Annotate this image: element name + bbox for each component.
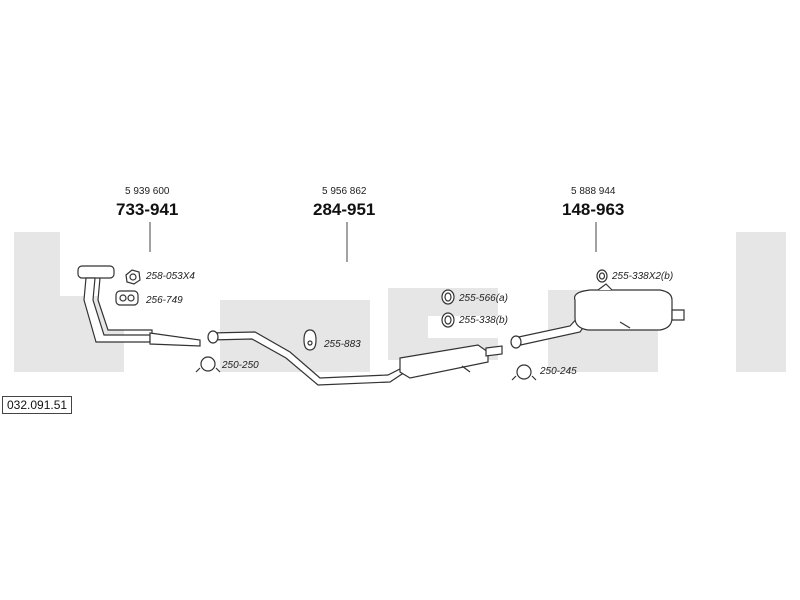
accessory-label[interactable]: 250-250 xyxy=(222,360,259,371)
gasket-icon xyxy=(115,290,139,306)
accessory-label[interactable]: 255-883 xyxy=(324,339,361,350)
accessory-label[interactable]: 255-566(a) xyxy=(459,293,508,304)
part-ref-3: 5 888 944 xyxy=(571,186,616,197)
nut-icon xyxy=(125,269,141,285)
gasket-ring-b-icon xyxy=(441,312,455,328)
middle-pipe xyxy=(207,330,503,386)
accessory-label[interactable]: 255-338(b) xyxy=(459,315,508,326)
rear-pipe xyxy=(510,283,685,349)
accessory-label[interactable]: 255-338X2(b) xyxy=(612,271,674,282)
accessory-label[interactable]: 250-245 xyxy=(540,366,577,377)
gasket-ring-rear-icon xyxy=(596,269,608,283)
clamp-rear-icon xyxy=(511,364,537,381)
gasket-ring-a-icon xyxy=(441,289,455,305)
accessory-label[interactable]: 256-749 xyxy=(146,295,183,306)
part-number-2[interactable]: 284-951 xyxy=(313,200,376,219)
front-pipe xyxy=(77,265,201,347)
clamp-icon xyxy=(195,356,221,373)
part-ref-2: 5 956 862 xyxy=(322,186,367,197)
part-number-1[interactable]: 733-941 xyxy=(116,200,179,219)
diagram-code: 032.091.51 xyxy=(2,396,73,414)
hanger-icon xyxy=(303,329,317,351)
part-ref-1: 5 939 600 xyxy=(125,186,170,197)
part-number-3[interactable]: 148-963 xyxy=(562,200,625,219)
accessory-label[interactable]: 258-053X4 xyxy=(146,271,195,282)
